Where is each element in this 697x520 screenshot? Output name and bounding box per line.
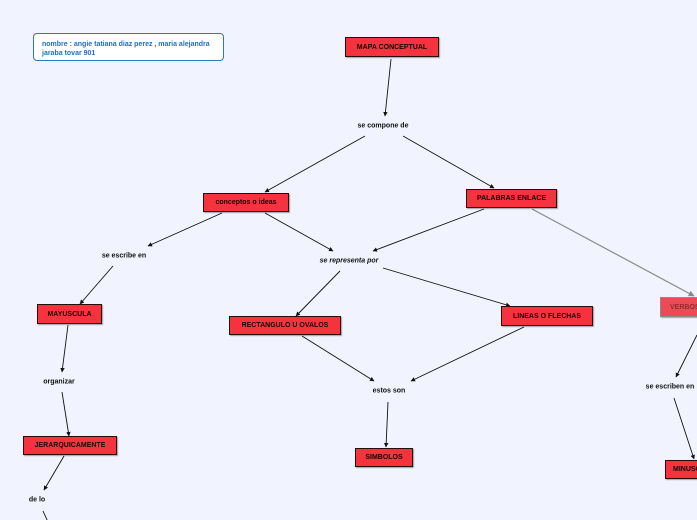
line-verbos-to-escriben: [675, 334, 697, 378]
link-label-de-lo[interactable]: de lo: [28, 496, 46, 504]
link-label-se-escriben-en[interactable]: se escriben en: [645, 383, 695, 391]
node-rectangulo-u-ovalos[interactable]: RECTANGULO U OVALOS: [229, 316, 341, 335]
line-palabras-to-verbos: [531, 208, 695, 297]
line-jerarquicamente-to-delo: [43, 455, 65, 491]
node-mapa-conceptual[interactable]: MAPA CONCEPTUAL: [345, 37, 439, 57]
line-conceptos-to-escribe: [147, 212, 223, 247]
node-conceptos-o-ideas[interactable]: conceptos o ideas: [203, 193, 289, 212]
link-label-organizar[interactable]: organizar: [43, 378, 75, 386]
line-palabras-to-representa: [372, 208, 485, 252]
line-mayuscula-to-organizar: [60, 324, 69, 373]
link-label-se-representa-por[interactable]: se representa por: [319, 257, 379, 265]
node-verbos[interactable]: VERBOS: [660, 297, 697, 317]
link-label-se-compone-de[interactable]: se compone de: [357, 122, 409, 130]
line-rectangulo-to-estos: [301, 335, 375, 382]
line-estos-to-simbolos: [383, 401, 389, 448]
node-simbolos[interactable]: SIMBOLOS: [355, 448, 413, 467]
line-representa-to-rectangulo: [295, 270, 341, 317]
link-label-estos-son[interactable]: estos son: [372, 387, 406, 395]
node-jerarquicamente[interactable]: JERARQUICAMENTE: [23, 436, 117, 455]
line-compone-to-palabras: [402, 135, 495, 189]
line-compone-to-conceptos: [264, 135, 366, 193]
node-lineas-o-flechas[interactable]: LINEAS O FLECHAS: [501, 306, 593, 326]
line-escriben-to-minusculas: [673, 397, 695, 460]
line-lineas-to-estos: [410, 326, 525, 382]
line-delo-down: [42, 510, 48, 520]
line-organizar-to-jerarquicamente: [61, 391, 71, 437]
authors-note[interactable]: nombre : angie tatiana diaz perez , mari…: [33, 33, 224, 61]
line-conceptos-to-representa: [264, 212, 334, 252]
line-escribe-to-mayuscula: [79, 265, 114, 305]
link-label-se-escribe-en[interactable]: se escribe en: [101, 252, 147, 260]
line-representa-to-lineas: [382, 267, 511, 307]
arrow-mapa-to-compone: [383, 58, 392, 117]
node-mayuscula[interactable]: MAYUSCULA: [37, 304, 102, 324]
node-palabras-enlace[interactable]: PALABRAS ENLACE: [466, 189, 557, 208]
node-minusculas[interactable]: MINUSCULAS: [665, 460, 697, 479]
